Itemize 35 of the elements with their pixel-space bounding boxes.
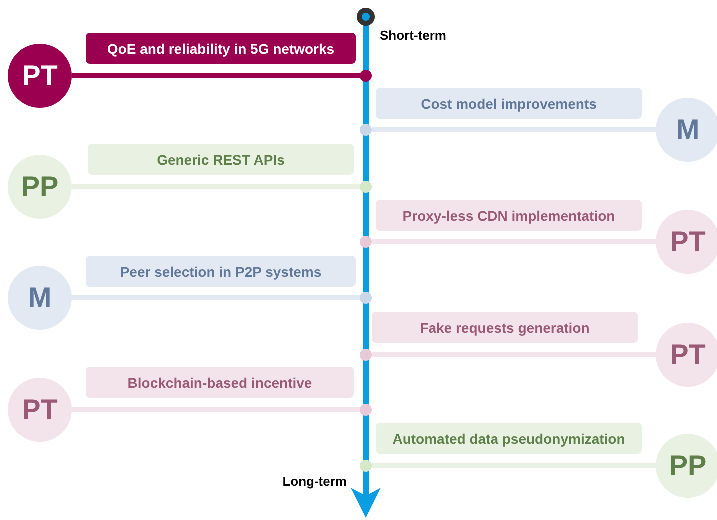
timeline-dot — [360, 460, 372, 472]
category-badge: PT — [656, 323, 717, 387]
timeline-dot — [360, 349, 372, 361]
timeline-dot — [360, 124, 372, 136]
timeline-dot — [360, 404, 372, 416]
topic-label: Peer selection in P2P systems — [86, 256, 356, 287]
category-badge: PP — [656, 434, 717, 498]
connector-line — [72, 408, 360, 412]
topic-label: Automated data pseudonymization — [376, 423, 642, 454]
timeline-label: Short-term — [380, 28, 446, 43]
timeline-dot — [360, 292, 372, 304]
category-badge: M — [656, 98, 717, 162]
connector-line — [72, 74, 360, 78]
timeline-dot — [360, 181, 372, 193]
connector-line — [372, 464, 656, 468]
timeline-dot — [360, 236, 372, 248]
category-badge: PT — [8, 378, 72, 442]
topic-label: Generic REST APIs — [88, 144, 354, 175]
topic-label: QoE and reliability in 5G networks — [86, 33, 356, 64]
topic-label: Proxy-less CDN implementation — [376, 200, 642, 231]
connector-line — [372, 240, 656, 244]
timeline-dot — [360, 70, 372, 82]
category-badge: PT — [656, 210, 717, 274]
timeline-start-dot — [357, 8, 375, 26]
connector-line — [72, 184, 360, 190]
connector-line — [72, 296, 360, 300]
connector-line — [372, 128, 656, 132]
connector-line — [372, 352, 656, 358]
category-badge: PT — [8, 44, 72, 108]
category-badge: M — [8, 266, 72, 330]
category-badge: PP — [8, 155, 72, 219]
topic-label: Fake requests generation — [372, 312, 638, 343]
topic-label: Blockchain-based incentive — [86, 367, 354, 398]
topic-label: Cost model improvements — [376, 88, 642, 119]
timeline-label: Long-term — [282, 474, 347, 489]
